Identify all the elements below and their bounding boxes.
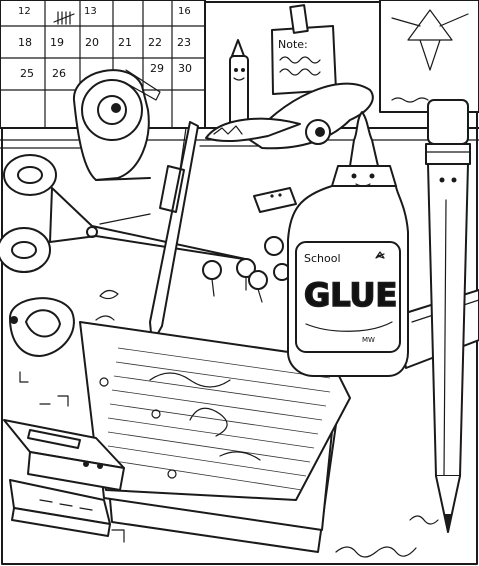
glue-bottle-character: School GLUE MW — [287, 111, 409, 377]
tape-dispenser — [72, 69, 161, 181]
eraser-block — [253, 187, 297, 213]
lined-paper-stack — [79, 321, 351, 553]
calendar-day-13: 13 — [84, 6, 97, 17]
pencil-eye-left-icon — [439, 177, 445, 183]
calendar-day-26: 26 — [52, 67, 66, 80]
thumbtacks-group — [202, 236, 291, 303]
calendar-day-21: 21 — [118, 36, 132, 49]
calendar-day-29: 29 — [150, 62, 164, 75]
punch-eye-icon — [315, 127, 325, 137]
calendar-day-18: 18 — [18, 36, 32, 49]
pencil-eye-right-icon — [451, 177, 457, 183]
tape-clip-character — [9, 297, 75, 357]
tape-eye-icon — [111, 103, 121, 113]
paper-clips — [19, 289, 125, 543]
stapler-character — [3, 419, 125, 537]
scissors-character — [0, 154, 251, 273]
pencil-eraser — [427, 99, 469, 145]
framed-picture — [379, 0, 479, 113]
calendar-day-23: 23 — [177, 36, 191, 49]
star-icon — [375, 251, 385, 259]
note-title: Note: — [278, 38, 308, 51]
glue-eye-right-icon — [369, 173, 375, 179]
stapler-eye-right-icon — [97, 463, 103, 469]
calendar-day-25: 25 — [20, 67, 34, 80]
glue-label-text: GLUE — [304, 276, 397, 314]
calendar-day-20: 20 — [85, 36, 99, 49]
calendar-day-19: 19 — [50, 36, 64, 49]
pencil-body — [427, 163, 469, 477]
sticky-note: Note: — [271, 4, 337, 95]
calendar-day-30: 30 — [178, 62, 192, 75]
pencil-ferrule — [425, 143, 471, 165]
scribble-mark — [335, 546, 417, 558]
paper-lines — [107, 347, 331, 491]
glue-brand-text: School — [304, 252, 341, 265]
ballpoint-pen — [149, 121, 199, 345]
glue-eye-left-icon — [351, 173, 357, 179]
glue-cap-tip — [349, 111, 379, 167]
calendar-day-16: 16 — [178, 6, 191, 17]
stapler-eye-left-icon — [83, 461, 89, 467]
tally-marks — [53, 11, 75, 25]
tape-strip — [289, 4, 309, 34]
calendar-day-12: 12 — [18, 6, 31, 17]
glue-sublabel-text: MW — [362, 336, 375, 344]
calendar-day-22: 22 — [148, 36, 162, 49]
pencil-character — [425, 99, 471, 533]
hole-punch-character — [205, 82, 374, 150]
glue-label-panel — [295, 241, 401, 353]
